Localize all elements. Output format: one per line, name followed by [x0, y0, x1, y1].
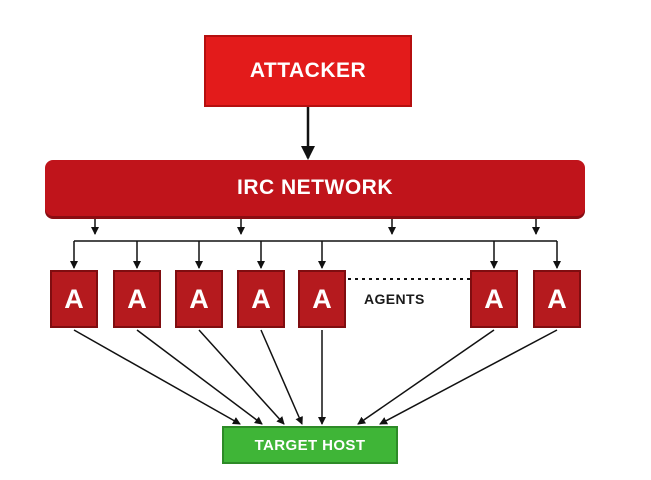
- irc-network-node: IRC NETWORK: [45, 160, 585, 216]
- irc-network-label: IRC NETWORK: [237, 176, 393, 199]
- agent-label: A: [189, 283, 209, 314]
- target-host-node: TARGET HOST: [222, 426, 398, 464]
- agent-node: A: [50, 270, 98, 328]
- attacker-node: ATTACKER: [204, 35, 412, 107]
- bus-to-agent-arrows: [70, 241, 561, 269]
- agent-node: A: [113, 270, 161, 328]
- agent-node: A: [175, 270, 223, 328]
- irc-drop-arrows: [91, 216, 540, 235]
- agent-label: A: [127, 283, 147, 314]
- agent-label: A: [64, 283, 84, 314]
- agent-to-target-arrows: [73, 329, 558, 425]
- agent-label: A: [251, 283, 271, 314]
- target-host-label: TARGET HOST: [254, 436, 366, 454]
- agent-node: A: [470, 270, 518, 328]
- agent-node: A: [533, 270, 581, 328]
- attacker-label: ATTACKER: [249, 59, 367, 82]
- agent-label: A: [312, 283, 332, 314]
- agents-caption: AGENTS: [364, 291, 425, 307]
- agent-node: A: [298, 270, 346, 328]
- agent-label: A: [484, 283, 504, 314]
- agent-label: A: [547, 283, 567, 314]
- agent-node: A: [237, 270, 285, 328]
